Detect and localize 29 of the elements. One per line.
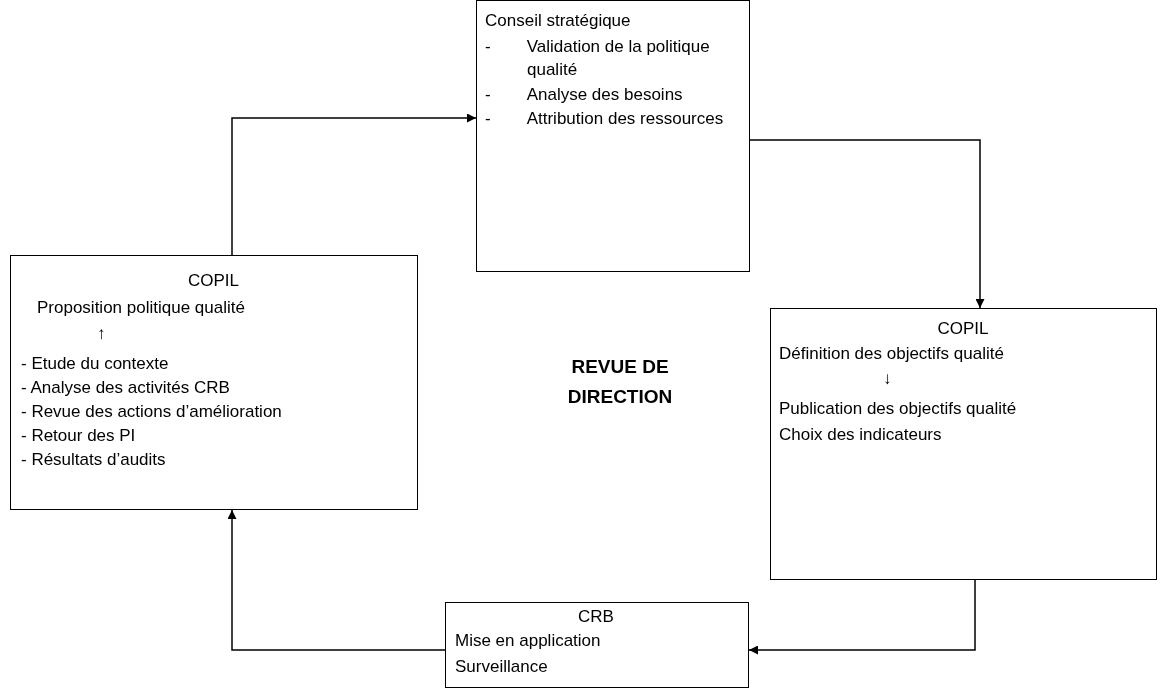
process-box	[770, 308, 1157, 580]
process-box	[445, 602, 749, 688]
box-heading: COPIL	[936, 318, 990, 340]
box-text: - Analyse des besoins	[485, 84, 684, 106]
box-text: ↑	[97, 323, 107, 345]
process-box	[476, 0, 750, 272]
box-text: - Revue des actions d’amélioration	[21, 401, 283, 423]
box-heading: COPIL	[187, 270, 240, 292]
process-box	[10, 255, 418, 510]
box-text: Mise en application	[455, 630, 602, 652]
arrow	[227, 509, 446, 651]
box-text: Définition des objectifs qualité	[779, 343, 1005, 365]
box-text: - Validation de la politique qualité	[485, 36, 711, 81]
center-label: REVUE DE DIRECTION	[566, 355, 674, 409]
box-heading: Conseil stratégique	[485, 10, 632, 32]
box-text: - Retour des PI	[21, 425, 137, 447]
box-heading: CRB	[577, 606, 615, 628]
box-text: Proposition politique qualité	[37, 297, 246, 319]
box-text: - Analyse des activités CRB	[21, 377, 231, 399]
box-text: Surveillance	[455, 656, 549, 678]
box-text: Choix des indicateurs	[779, 424, 943, 446]
arrow	[748, 579, 976, 655]
box-text: Publication des objectifs qualité	[779, 398, 1018, 420]
box-text: ↓	[883, 368, 893, 390]
box-text: - Résultats d’audits	[21, 449, 167, 471]
arrow	[749, 139, 985, 309]
arrow	[231, 113, 477, 256]
box-text: - Attribution des ressources	[485, 108, 725, 130]
box-text: - Etude du contexte	[21, 353, 170, 375]
